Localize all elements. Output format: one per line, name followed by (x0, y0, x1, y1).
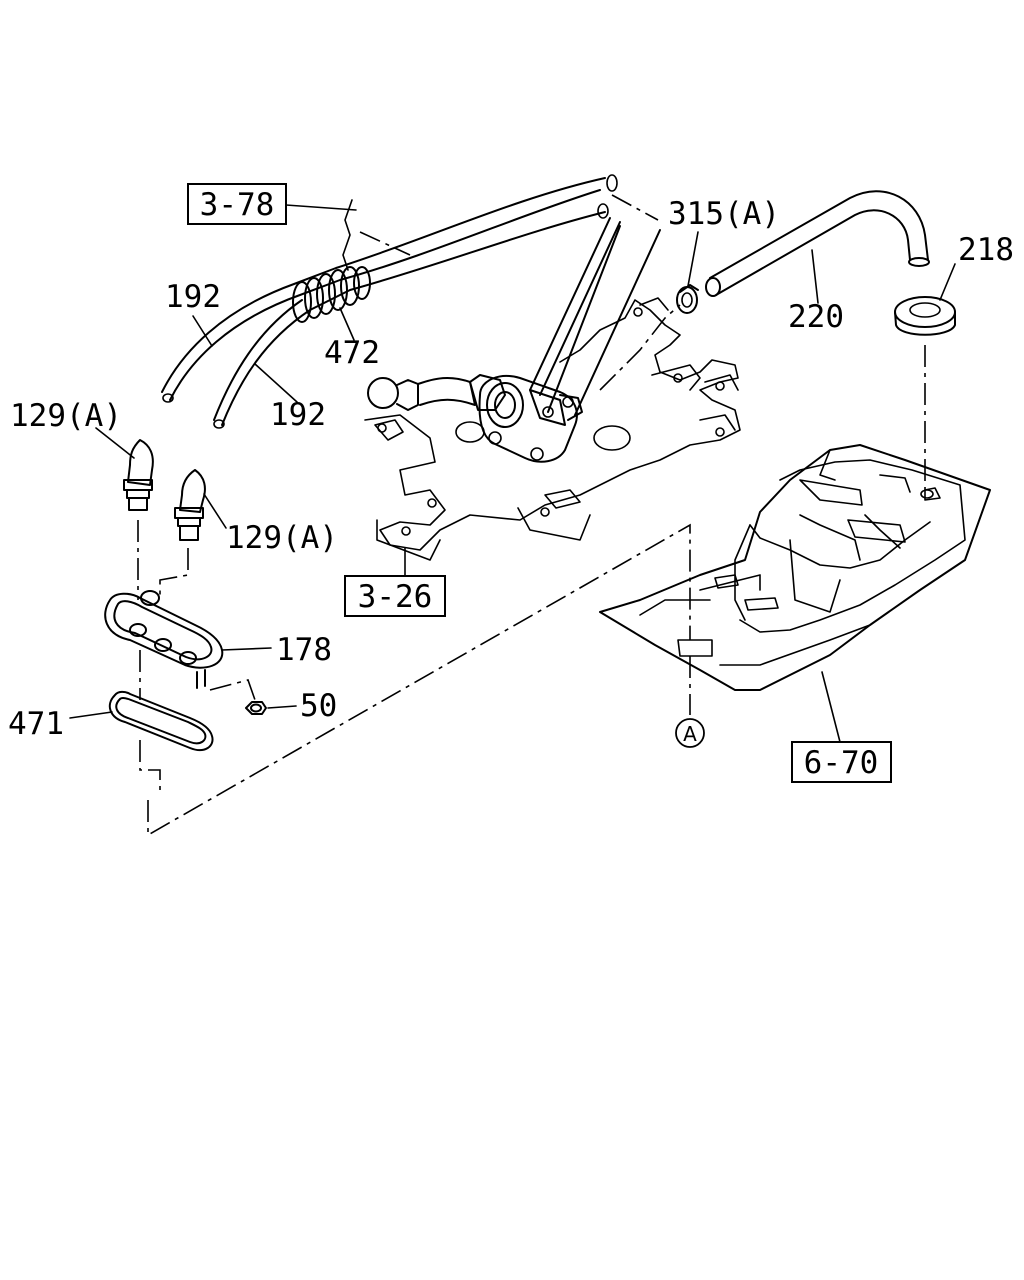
ref-label-3-78: 3-78 (200, 187, 275, 223)
part-label-50: 50 (300, 688, 337, 724)
part-label-218: 218 (958, 232, 1014, 268)
ref-box-3-78: 3-78 (187, 183, 287, 225)
ref-box-6-70: 6-70 (791, 741, 892, 783)
ref-label-3-26: 3-26 (358, 579, 433, 615)
valve-assembly (367, 217, 661, 463)
part-label-220: 220 (788, 299, 844, 335)
callout-a: A (675, 718, 705, 748)
part-label-129a-left: 129(A) (10, 398, 122, 434)
gasket-471 (108, 690, 214, 752)
part-label-178: 178 (276, 632, 332, 668)
part-label-471: 471 (8, 706, 64, 742)
plate-178 (104, 590, 224, 689)
clamp-315a (676, 284, 699, 314)
connector-129a-right (174, 469, 206, 541)
part-label-192-lower: 192 (270, 397, 326, 433)
assembly-lines (137, 194, 926, 837)
tank-assembly (599, 444, 991, 691)
part-label-192-upper: 192 (165, 279, 221, 315)
bracket-assembly (364, 297, 741, 561)
part-label-315a: 315(A) (668, 196, 780, 232)
nut-50 (245, 701, 267, 715)
hose-220 (705, 190, 930, 297)
connector-129a-left (123, 439, 154, 511)
part-label-472: 472 (324, 335, 380, 371)
grommet-472 (292, 266, 371, 323)
callout-a-label: A (683, 722, 697, 746)
ref-box-3-26: 3-26 (344, 575, 446, 617)
leader-lines (69, 204, 956, 743)
part-label-129a-right: 129(A) (226, 520, 338, 556)
ref-label-6-70: 6-70 (804, 745, 879, 781)
grommet-218 (894, 296, 956, 336)
